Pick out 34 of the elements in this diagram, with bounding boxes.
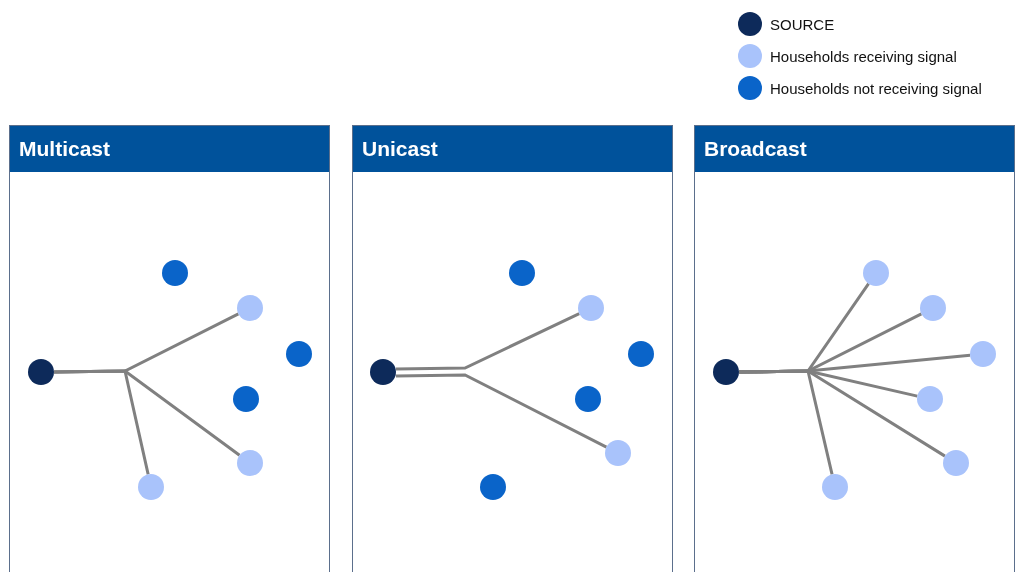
- household-dot: [822, 474, 848, 500]
- signal-line: [738, 369, 834, 475]
- household-dot: [237, 450, 263, 476]
- household-dot: [917, 386, 943, 412]
- household-dot: [286, 341, 312, 367]
- household-dot: [370, 359, 396, 385]
- signal-line: [396, 373, 608, 449]
- legend-label: SOURCE: [770, 15, 835, 33]
- household-dot: [970, 341, 996, 367]
- household-dot: [713, 359, 739, 385]
- panel-title: Multicast: [10, 126, 329, 172]
- household-dot: [578, 295, 604, 321]
- household-dot: [233, 386, 259, 412]
- household-dot: [509, 260, 535, 286]
- signal-line: [395, 312, 580, 371]
- household-dot: [628, 341, 654, 367]
- panel-title: Broadcast: [695, 126, 1014, 172]
- panel: [9, 125, 330, 572]
- household-dot: [162, 260, 188, 286]
- legend-label: Households receiving signal: [770, 47, 957, 65]
- household-dot: [28, 359, 54, 385]
- household-dot: [138, 474, 164, 500]
- legend-label: Households not receiving signal: [770, 79, 982, 97]
- signal-line: [54, 369, 150, 475]
- household-dot: [575, 386, 601, 412]
- household-dot: [943, 450, 969, 476]
- panel: [352, 125, 673, 572]
- household-dot: [920, 295, 946, 321]
- household-dot: [480, 474, 506, 500]
- panel: [694, 125, 1015, 572]
- household-dot: [237, 295, 263, 321]
- household-dot: [863, 260, 889, 286]
- household-dot: [605, 440, 631, 466]
- panel-title: Unicast: [353, 126, 672, 172]
